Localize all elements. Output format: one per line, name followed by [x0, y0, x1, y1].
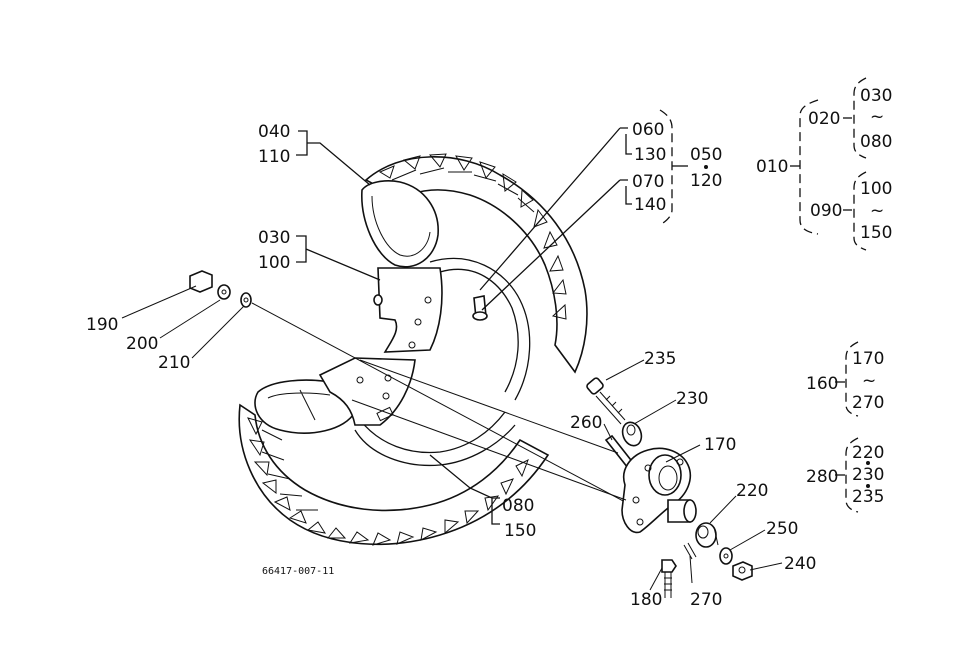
label-230: 230 [676, 389, 708, 409]
label-180: 180 [630, 590, 662, 610]
label-080: 080 [502, 496, 534, 516]
tire-lower-half [238, 379, 550, 546]
label-130: 130 [634, 145, 666, 165]
label-235-sub: 235 [852, 487, 884, 507]
label-220: 220 [736, 481, 768, 501]
dot-230-235 [866, 484, 870, 488]
tire-upper-half [361, 153, 588, 401]
dot-220-230 [866, 461, 870, 465]
label-100: 100 [258, 253, 290, 273]
label-170-sub: 170 [852, 349, 884, 369]
label-080-sub: 080 [860, 132, 892, 152]
label-280: 280 [806, 467, 838, 487]
label-230-sub: 230 [852, 465, 884, 485]
tilde-160: ~ [862, 371, 876, 391]
label-200: 200 [126, 334, 158, 354]
label-240: 240 [784, 554, 816, 574]
label-110: 110 [258, 147, 290, 167]
label-220-sub: 220 [852, 443, 884, 463]
wheel-rim-disc [318, 267, 488, 426]
label-090: 090 [810, 201, 842, 221]
label-250: 250 [766, 519, 798, 539]
tilde-090: ~ [870, 201, 884, 221]
label-030: 030 [258, 228, 290, 248]
label-010: 010 [756, 157, 788, 177]
label-235: 235 [644, 349, 676, 369]
label-100-sub: 100 [860, 179, 892, 199]
tilde-020: ~ [870, 107, 884, 127]
label-170: 170 [704, 435, 736, 455]
label-120: 120 [690, 171, 722, 191]
label-060: 060 [632, 120, 664, 140]
label-070: 070 [632, 172, 664, 192]
label-260: 260 [570, 413, 602, 433]
label-140: 140 [634, 195, 666, 215]
label-030-sub: 030 [860, 86, 892, 106]
label-190: 190 [86, 315, 118, 335]
label-160: 160 [806, 374, 838, 394]
label-150-sub: 150 [860, 223, 892, 243]
hub-assembly [351, 359, 753, 598]
dot-050-120 [704, 165, 708, 169]
leader-lines [121, 77, 867, 591]
label-270: 270 [690, 590, 722, 610]
label-150: 150 [504, 521, 536, 541]
label-270-sub: 270 [852, 393, 884, 413]
label-210: 210 [158, 353, 190, 373]
label-050: 050 [690, 145, 722, 165]
label-040: 040 [258, 122, 290, 142]
part-labels: 040 110 030 100 060 130 070 140 050 120 … [86, 86, 892, 610]
label-020: 020 [808, 109, 840, 129]
drawing-id: 66417-007-11 [262, 566, 334, 577]
